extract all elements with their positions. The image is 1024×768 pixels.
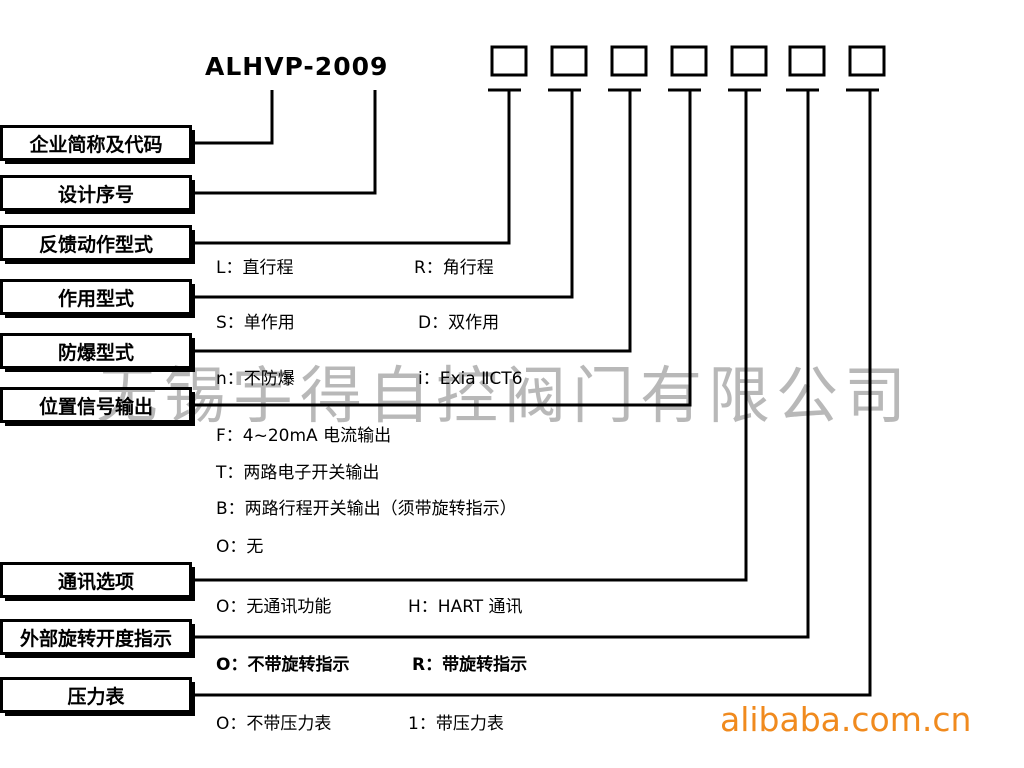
option-indicator-r: R：带旋转指示 [412, 655, 528, 675]
option-output-o: O：无 [216, 537, 264, 557]
option-action-s: S：单作用 [216, 313, 295, 333]
label-explosion-proof-type: 防爆型式 [0, 333, 195, 372]
code-slot [550, 45, 588, 77]
model-code: ALHVP-2009 [205, 52, 389, 81]
label-company-code: 企业简称及代码 [0, 125, 195, 164]
option-output-t: T：两路电子开关输出 [216, 463, 380, 483]
option-comm-o: O：无通讯功能 [216, 597, 332, 617]
option-gauge-o: O：不带压力表 [216, 714, 332, 734]
option-indicator-o: O：不带旋转指示 [216, 655, 350, 675]
company-watermark: 无锡宇得自控阀门有限公司 [96, 359, 913, 432]
connector-line [195, 90, 377, 195]
connector-line [195, 90, 810, 639]
code-slot [490, 45, 528, 77]
code-slot [788, 45, 826, 77]
connector-line [195, 90, 748, 582]
connector-line [195, 90, 574, 299]
connector-line [195, 90, 511, 245]
code-slot [610, 45, 648, 77]
label-external-rotation-indicator: 外部旋转开度指示 [0, 619, 195, 658]
connector-line [195, 90, 632, 353]
option-output-b: B：两路行程开关输出（须带旋转指示） [216, 499, 517, 519]
label-action-type: 作用型式 [0, 279, 195, 318]
option-comm-h: H：HART 通讯 [408, 597, 523, 617]
connector-line [195, 90, 274, 145]
option-feedback-l: L：直行程 [216, 258, 294, 278]
option-feedback-r: R：角行程 [414, 258, 494, 278]
label-pressure-gauge: 压力表 [0, 677, 195, 716]
code-slot [670, 45, 708, 77]
option-gauge-1: 1：带压力表 [408, 714, 504, 734]
option-output-f: F：4~20mA 电流输出 [216, 426, 392, 446]
label-design-serial: 设计序号 [0, 175, 195, 214]
label-communication-option: 通讯选项 [0, 562, 195, 601]
brand-logo-text: alibaba.com.cn [720, 700, 972, 739]
connector-line [195, 90, 872, 697]
code-slot [848, 45, 886, 77]
label-position-signal-output: 位置信号输出 [0, 387, 195, 426]
connector-line [195, 90, 692, 407]
option-action-d: D：双作用 [418, 313, 500, 333]
label-feedback-action-type: 反馈动作型式 [0, 225, 195, 264]
option-explosion-n: n：不防爆 [216, 369, 295, 389]
option-explosion-i: i：Exia ⅡCT6 [418, 369, 523, 389]
code-slot [730, 45, 768, 77]
